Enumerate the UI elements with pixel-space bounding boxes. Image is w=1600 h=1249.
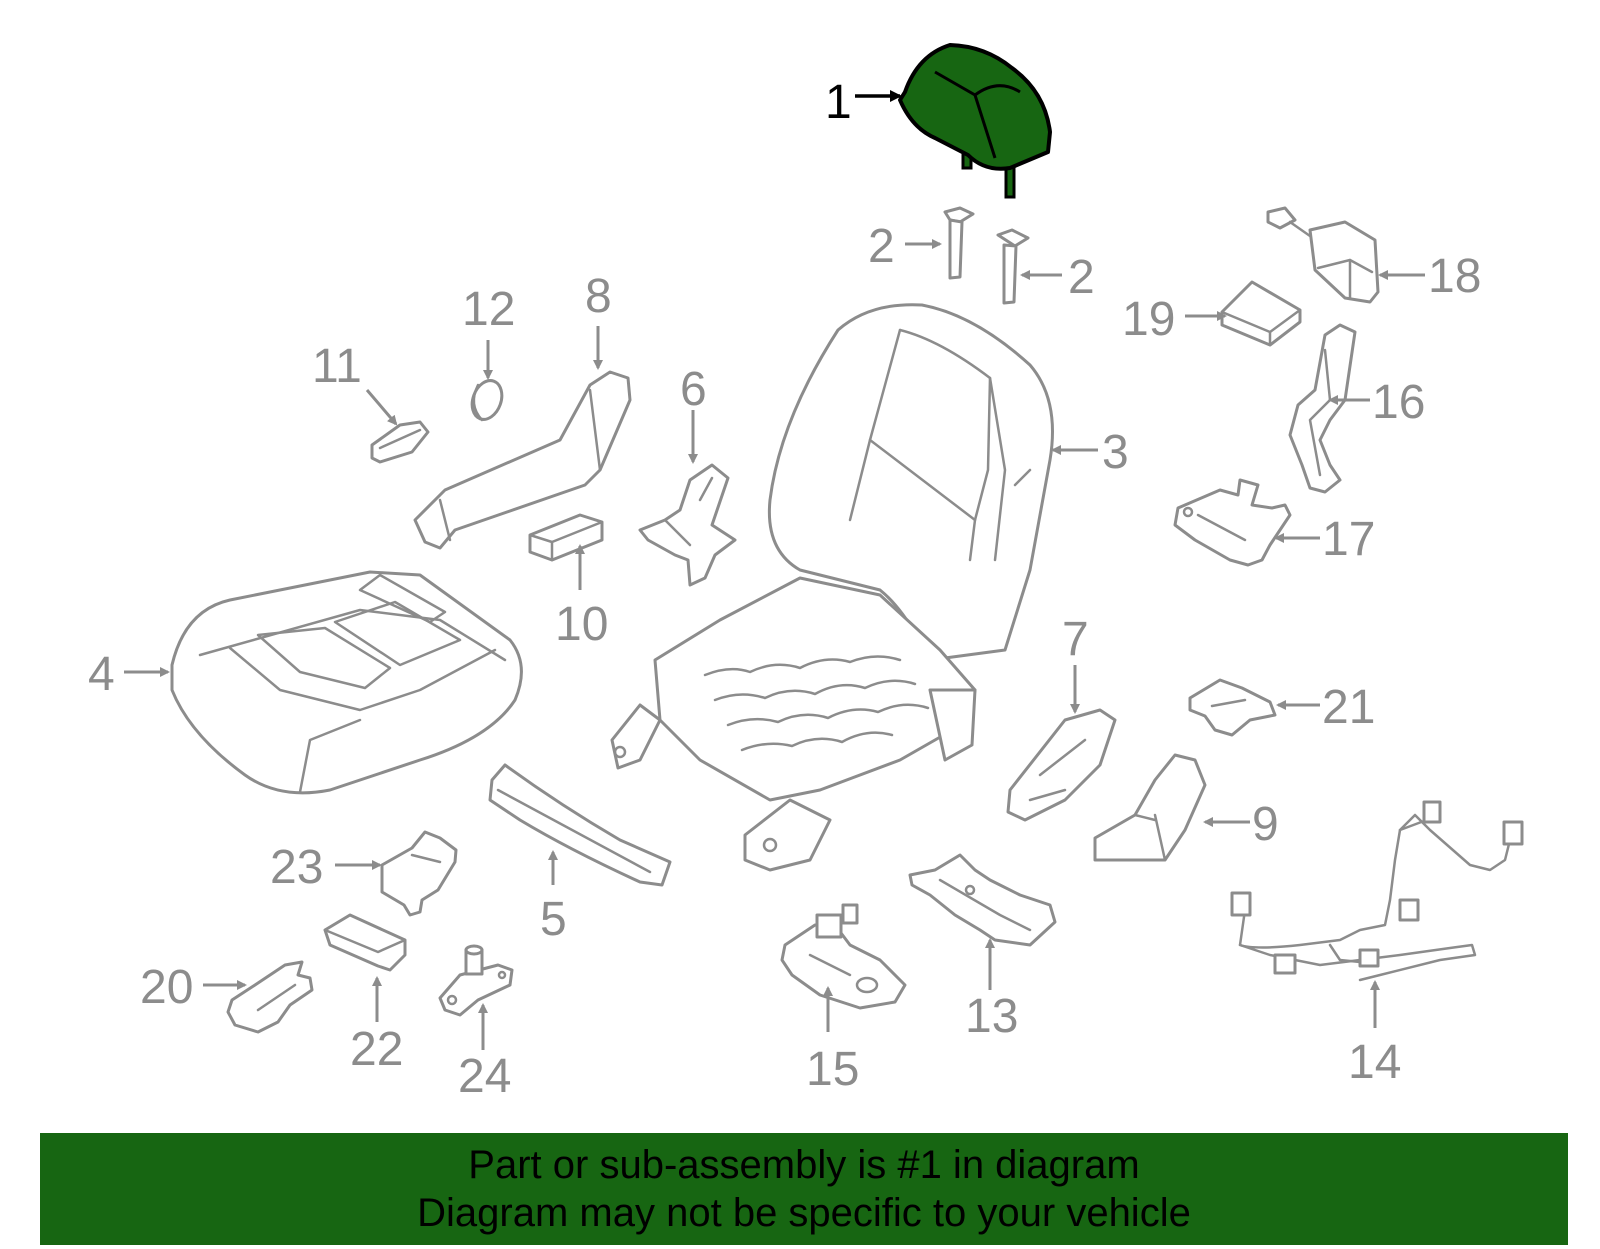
callout-22: 22 bbox=[350, 1023, 403, 1076]
callout-13: 13 bbox=[965, 990, 1018, 1043]
leader-lines bbox=[124, 90, 1425, 1050]
part-11-knob[interactable] bbox=[370, 420, 430, 464]
part-16-strap[interactable] bbox=[1288, 323, 1357, 494]
part-12-cap[interactable] bbox=[467, 376, 507, 423]
callout-10: 10 bbox=[555, 598, 608, 651]
part-3-seat-back-frame[interactable] bbox=[610, 303, 1054, 872]
part-18-actuator[interactable] bbox=[1266, 206, 1380, 304]
part-4-seat-cushion[interactable] bbox=[170, 570, 523, 795]
callout-20: 20 bbox=[140, 961, 193, 1014]
callout-9: 9 bbox=[1252, 798, 1279, 851]
part-7-side-panel[interactable] bbox=[1006, 708, 1117, 822]
callout-12: 12 bbox=[462, 283, 515, 336]
callout-18: 18 bbox=[1428, 250, 1481, 303]
info-banner: Part or sub-assembly is #1 in diagram Di… bbox=[40, 1133, 1568, 1245]
callout-19: 19 bbox=[1122, 293, 1175, 346]
part-22-module[interactable] bbox=[323, 913, 407, 972]
part-10-block[interactable] bbox=[528, 513, 604, 562]
part-21-clip[interactable] bbox=[1188, 678, 1277, 737]
part-24-bracket-bolt[interactable] bbox=[438, 944, 514, 1017]
part-5-front-trim[interactable] bbox=[488, 763, 672, 887]
callout-3: 3 bbox=[1102, 426, 1129, 479]
part-6-bracket[interactable] bbox=[638, 463, 737, 587]
callout-8: 8 bbox=[585, 270, 612, 323]
callout-14: 14 bbox=[1348, 1036, 1401, 1089]
part-1-headrest[interactable] bbox=[898, 43, 1052, 199]
callout-24: 24 bbox=[458, 1050, 511, 1103]
callout-4: 4 bbox=[88, 648, 115, 701]
callout-11: 11 bbox=[312, 340, 362, 393]
callout-2-left: 2 bbox=[868, 220, 895, 273]
callout-6: 6 bbox=[680, 363, 707, 416]
callout-23: 23 bbox=[270, 841, 323, 894]
part-9-side-shield[interactable] bbox=[1093, 753, 1207, 862]
part-2-headrest-guide-left[interactable] bbox=[943, 206, 975, 280]
callout-labels: 1 2 2 3 4 5 6 7 9 8 10 11 12 13 14 15 16… bbox=[88, 76, 1481, 1103]
callout-1: 1 bbox=[825, 76, 852, 129]
part-2-headrest-guide-right[interactable] bbox=[996, 228, 1030, 305]
part-13-bracket[interactable] bbox=[908, 853, 1057, 947]
callout-16: 16 bbox=[1372, 376, 1425, 429]
callout-17: 17 bbox=[1322, 513, 1375, 566]
callout-5: 5 bbox=[540, 893, 567, 946]
banner-line-2: Diagram may not be specific to your vehi… bbox=[417, 1191, 1191, 1235]
part-15-bracket-connector[interactable] bbox=[780, 903, 907, 1010]
part-23-switch[interactable] bbox=[380, 830, 458, 917]
part-19-module[interactable] bbox=[1220, 280, 1302, 347]
part-20-clip[interactable] bbox=[226, 960, 314, 1034]
callout-21: 21 bbox=[1322, 681, 1375, 734]
part-17-bracket[interactable] bbox=[1173, 478, 1292, 567]
banner-line-1: Part or sub-assembly is #1 in diagram bbox=[468, 1143, 1140, 1187]
callout-15: 15 bbox=[806, 1043, 859, 1096]
callout-2-right: 2 bbox=[1068, 251, 1095, 304]
part-14-wiring-harness[interactable] bbox=[1230, 800, 1524, 982]
callout-7: 7 bbox=[1062, 613, 1089, 666]
part-8-side-cover[interactable] bbox=[413, 370, 632, 550]
